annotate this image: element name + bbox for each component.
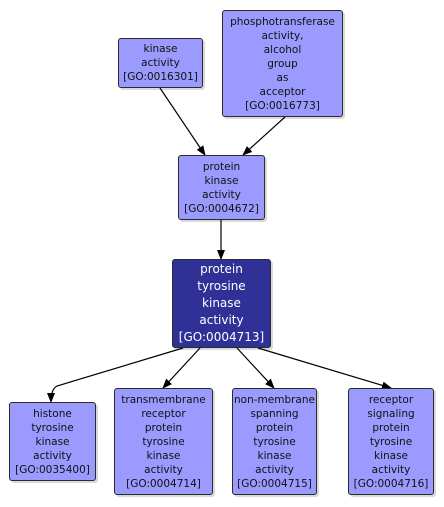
node-label-line: kinase (204, 174, 239, 187)
node-label-line: receptor (368, 393, 414, 406)
node-label-line: as (276, 71, 289, 84)
node-label-line: protein (200, 262, 243, 276)
go-id-label: [GO:0004716] (353, 477, 429, 490)
node-label-line: tyrosine (142, 435, 185, 448)
node-label-line: protein (255, 421, 294, 434)
go-id-label: [GO:0035400] (15, 463, 90, 476)
node-label-line: activity, (261, 29, 304, 42)
node-label-line: acceptor (259, 85, 306, 98)
edge-kinase-to-protein_kinase (159, 87, 206, 156)
node-label-line: activity (199, 313, 244, 327)
node-label-line: transmembrane (121, 393, 206, 406)
edge-phosphotransferase-to-protein_kinase (242, 116, 286, 156)
node-label-line: kinase (143, 43, 178, 55)
node-label-line: protein (202, 160, 241, 173)
node-label-line: tyrosine (31, 421, 74, 434)
edge-protein_tyrosine_kinase-to-histone_tyrosine_kinase (47, 347, 184, 403)
node-label-line: kinase (202, 296, 241, 310)
node-protein-tyrosine-kinase-activity[interactable]: protein tyrosine kinase activity [GO:0004713… (172, 259, 271, 348)
go-id-label: [GO:0004672] (184, 202, 259, 215)
node-label-line: receptor (141, 407, 186, 420)
node-label-line: tyrosine (253, 435, 296, 448)
go-id-label: [GO:0004715] (237, 477, 312, 490)
go-id-label: [GO:0004713] (178, 330, 265, 344)
node-label-line: phosphotransferase (230, 15, 335, 28)
node-label-line: protein (372, 421, 410, 434)
node-label-line: histone (33, 407, 72, 420)
node-label-line: kinase (146, 449, 181, 462)
node-label-line: tyrosine (197, 279, 246, 293)
node-label-line: protein (144, 421, 183, 434)
node-label-line: alcohol (263, 43, 302, 56)
node-label-line: activity (144, 463, 183, 476)
edge-protein_tyrosine_kinase-to-receptor_signaling_ptk (257, 347, 392, 390)
node-kinase-activity[interactable]: kinase activity [GO:0016301] (118, 38, 203, 88)
go-id-label: [GO:0016301] (123, 71, 198, 83)
node-label-line: activity (202, 188, 241, 201)
node-label-line: kinase (257, 449, 292, 462)
edge-protein_tyrosine_kinase-to-transmembrane_rtk (162, 347, 201, 389)
node-label-line: kinase (35, 435, 70, 448)
edge-protein_tyrosine_kinase-to-non_membrane_ptk (236, 347, 275, 389)
go-id-label: [GO:0016773] (245, 99, 320, 112)
node-label-line: activity (33, 449, 72, 462)
node-label-line: group (267, 57, 298, 70)
node-label-line: activity (371, 463, 411, 476)
node-label-line: activity (255, 463, 294, 476)
node-label-line: tyrosine (369, 435, 413, 448)
node-label-line: signaling (367, 407, 415, 420)
node-label-line: spanning (250, 407, 299, 420)
node-label-line: activity (141, 57, 180, 69)
go-id-label: [GO:0004714] (126, 477, 201, 490)
node-label-line: non-membrane (234, 393, 315, 406)
node-label-line: kinase (373, 449, 409, 462)
